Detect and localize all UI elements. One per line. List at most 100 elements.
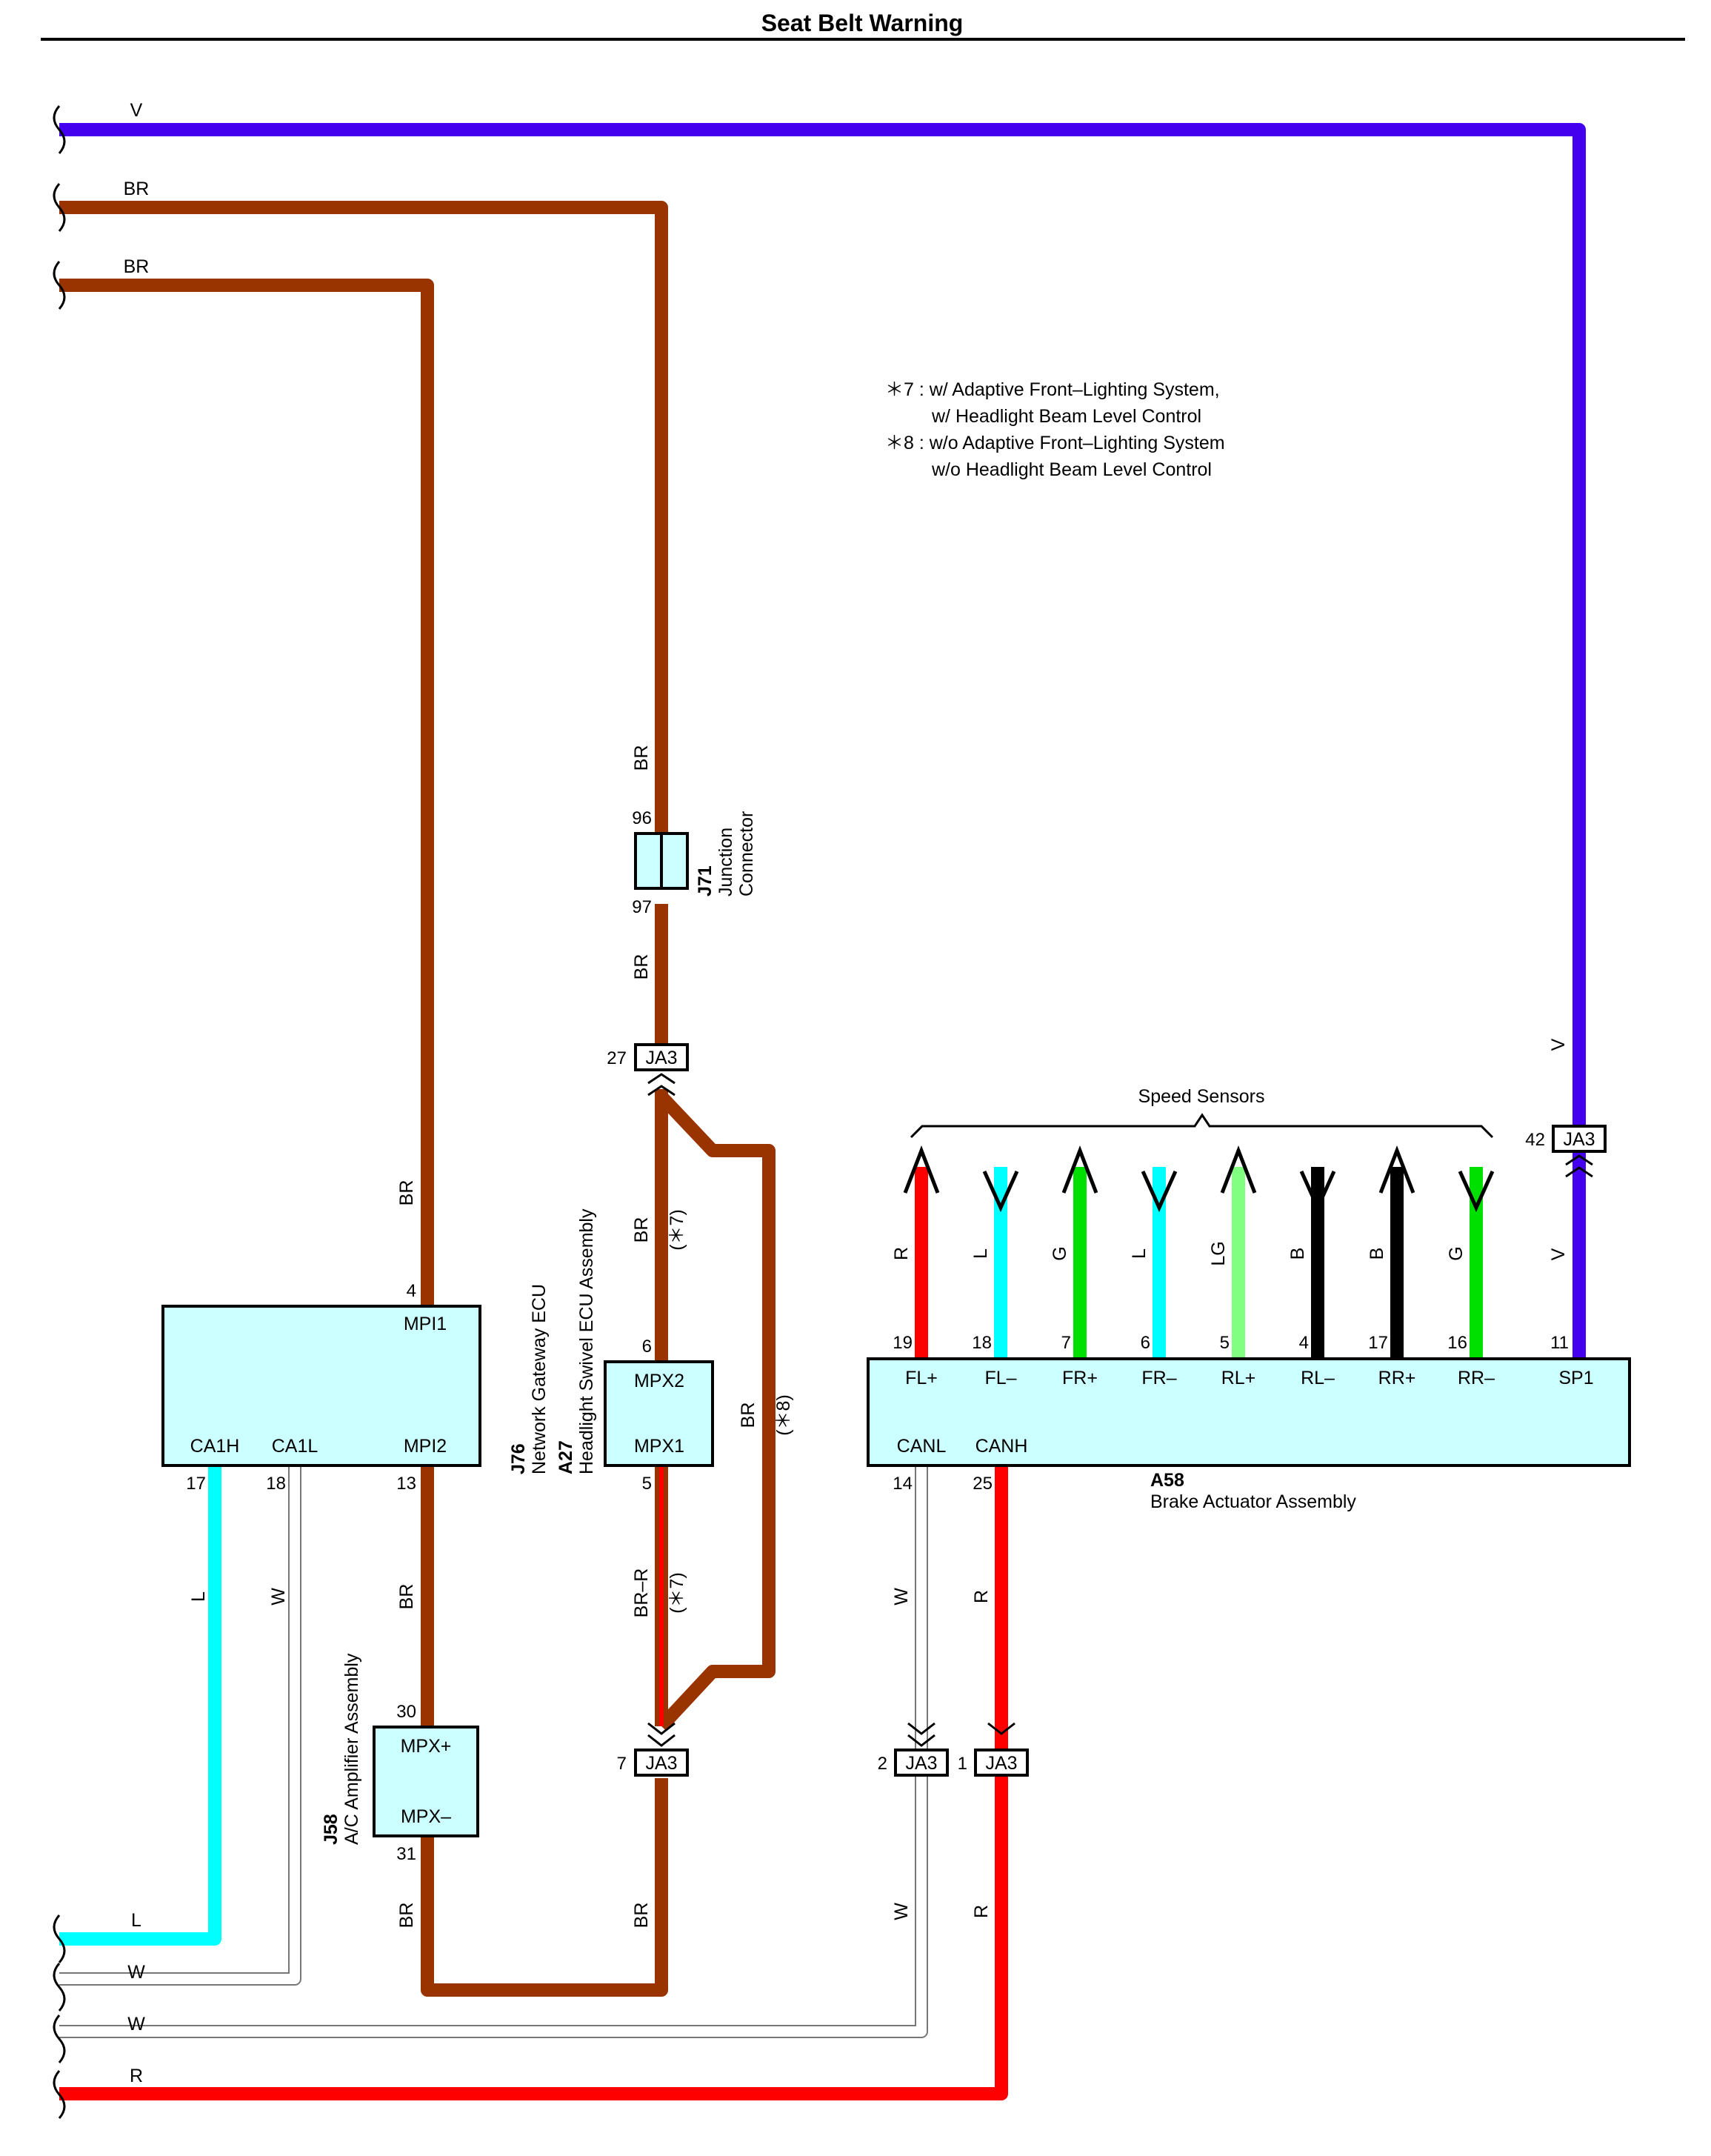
speed-sensor-num-4: 5 — [1220, 1333, 1230, 1353]
note-7-line1: ＊7 : w/ Adaptive Front–Lighting System, — [885, 379, 1220, 400]
speed-sensor-num-1: 18 — [972, 1333, 992, 1353]
ja3-sp1: JA3 42 — [1525, 1125, 1607, 1178]
speed-sensors-label: Speed Sensors — [1138, 1086, 1265, 1107]
speed-sensor-arrow-0 — [903, 1145, 940, 1194]
wire-w-canl — [59, 1465, 928, 2038]
a27-bypass-note: (＊8) — [773, 1394, 794, 1436]
a27-pin-mpx2: MPX2 — [634, 1371, 684, 1391]
j71-num-bottom: 97 — [632, 897, 652, 917]
speed-sensor-wire-label-0: R — [891, 1247, 912, 1260]
a58-canh-wire-label: R — [971, 1590, 992, 1603]
j58-pin-mpx-plus: MPX+ — [401, 1736, 452, 1757]
a27-wire-upper-label: BR — [631, 1217, 652, 1243]
j71-code: J71 — [695, 865, 716, 896]
a58-num-canh: 25 — [973, 1474, 993, 1494]
j71-name-line1: Junction — [716, 828, 736, 896]
speed-sensor-wire-label-6: B — [1367, 1248, 1387, 1260]
ja3-sp1-label: JA3 — [1563, 1129, 1595, 1150]
a58-pin-canh: CANH — [975, 1436, 1028, 1457]
speed-sensor-arrow-1 — [982, 1170, 1019, 1213]
ja3-bottom: JA3 7 — [617, 1722, 689, 1777]
component-a58: SP1 11 CANL CANH 14 25 A58 Brake Actuato… — [867, 1333, 1631, 1512]
a27-wire-bottom-label: BR — [631, 1903, 652, 1929]
speed-sensor-num-5: 4 — [1299, 1333, 1309, 1353]
a58-num-canl: 14 — [893, 1474, 913, 1494]
j71-num-top: 96 — [632, 808, 652, 828]
note-7-line2: w/ Headlight Beam Level Control — [931, 406, 1201, 427]
ja3-top: JA3 27 — [607, 1043, 689, 1097]
a27-name: Headlight Swivel ECU Assembly — [576, 1208, 597, 1474]
wire-br-bottom-loop — [421, 1778, 668, 1997]
j76-pin-mpi2: MPI2 — [404, 1436, 447, 1457]
a58-sp1-wire-above: V — [1548, 1038, 1569, 1051]
speed-sensor-num-3: 6 — [1141, 1333, 1150, 1353]
j76-name: Network Gateway ECU — [529, 1284, 550, 1474]
a58-pin-sp1: SP1 — [1558, 1368, 1593, 1388]
j58-name: A/C Amplifier Assembly — [341, 1653, 362, 1845]
a58-canl-wire-label: W — [891, 1588, 912, 1606]
a27-num-mpx1: 5 — [642, 1474, 652, 1494]
a27-wire-lower-label: BR–R — [631, 1568, 652, 1618]
j58-pin-mpx-minus: MPX– — [401, 1806, 451, 1827]
a58-num-sp1: 11 — [1550, 1333, 1569, 1353]
j58-num-mpx-plus: 30 — [396, 1702, 416, 1722]
j76-num-ca1h: 17 — [186, 1474, 206, 1494]
speed-sensor-pin-4: RL+ — [1221, 1368, 1256, 1388]
speed-sensor-arrow-6 — [1378, 1145, 1415, 1194]
wire-l-ca1h — [59, 1465, 221, 1946]
ja3-canh: JA3 1 — [958, 1722, 1029, 1777]
a58-code: A58 — [1150, 1470, 1184, 1491]
j58-code: J58 — [321, 1814, 341, 1845]
speed-sensor-wire-label-5: B — [1287, 1248, 1308, 1260]
ja3-bottom-label: JA3 — [645, 1753, 677, 1774]
j76-num-mpi2: 13 — [396, 1474, 416, 1494]
a58-sp1-wire-label: V — [1548, 1248, 1569, 1260]
component-j58: MPX+ MPX– 30 31 J58 A/C Amplifier Assemb… — [321, 1653, 479, 1864]
ja3-canl-label: JA3 — [905, 1753, 937, 1774]
speed-sensor-num-6: 17 — [1368, 1333, 1388, 1353]
notes-block: ＊7 : w/ Adaptive Front–Lighting System, … — [885, 379, 1225, 480]
ja3-top-num: 27 — [607, 1048, 627, 1068]
component-a27: MPX2 MPX1 6 5 A27 Headlight Swivel ECU A… — [556, 1208, 714, 1494]
speed-sensors-brace: Speed Sensors — [910, 1086, 1494, 1139]
speed-sensor-pin-7: RR– — [1458, 1368, 1495, 1388]
j76-wire-upper-label: BR — [396, 1180, 417, 1206]
a58-name: Brake Actuator Assembly — [1150, 1491, 1356, 1512]
a58-canh-wire-below: R — [971, 1905, 992, 1918]
speed-sensor-pin-0: FL+ — [905, 1368, 938, 1388]
j58-num-mpx-minus: 31 — [396, 1844, 416, 1864]
wire-w-ca1l — [59, 1465, 301, 1986]
j71-wire-above-label: BR — [631, 745, 652, 771]
a27-box — [604, 1360, 714, 1467]
a58-pin-canl: CANL — [897, 1436, 947, 1457]
j58-box — [373, 1726, 479, 1837]
speed-sensor-pin-6: RR+ — [1378, 1368, 1416, 1388]
label-wire-br-1: BR — [124, 179, 150, 199]
speed-sensor-num-7: 16 — [1447, 1333, 1467, 1353]
j76-wire-lower-label: BR — [396, 1584, 417, 1610]
label-wire-w-2: W — [127, 2014, 145, 2034]
ja3-canh-num: 1 — [958, 1754, 967, 1774]
speed-sensor-pin-3: FR– — [1141, 1368, 1176, 1388]
note-8-line1: ＊8 : w/o Adaptive Front–Lighting System — [885, 433, 1225, 453]
speed-sensor-arrow-3 — [1141, 1170, 1178, 1213]
j76-num-ca1l: 18 — [266, 1474, 286, 1494]
j71-name-line2: Connector — [736, 811, 757, 896]
ja3-top-label: JA3 — [645, 1048, 677, 1068]
component-j76: MPI1 MPI2 CA1H CA1L 4 13 17 18 J76 Netwo… — [161, 1281, 550, 1494]
label-wire-v: V — [130, 100, 143, 121]
a27-code: A27 — [556, 1440, 576, 1474]
label-wire-w-1: W — [127, 1962, 145, 1983]
a58-canl-wire-below: W — [891, 1903, 912, 1920]
component-j71: 96 97 J71 Junction Connector — [632, 808, 757, 917]
note-8-line2: w/o Headlight Beam Level Control — [931, 459, 1212, 480]
j71-wire-below-label: BR — [631, 954, 652, 980]
ja3-bottom-num: 7 — [617, 1754, 627, 1774]
j76-code: J76 — [508, 1443, 529, 1474]
speed-sensor-wire-label-1: L — [970, 1248, 991, 1259]
j76-pin-mpi1: MPI1 — [404, 1314, 447, 1334]
j58-wire-label: BR — [396, 1903, 417, 1929]
label-wire-l: L — [131, 1910, 141, 1931]
a27-bypass-label: BR — [738, 1403, 758, 1428]
